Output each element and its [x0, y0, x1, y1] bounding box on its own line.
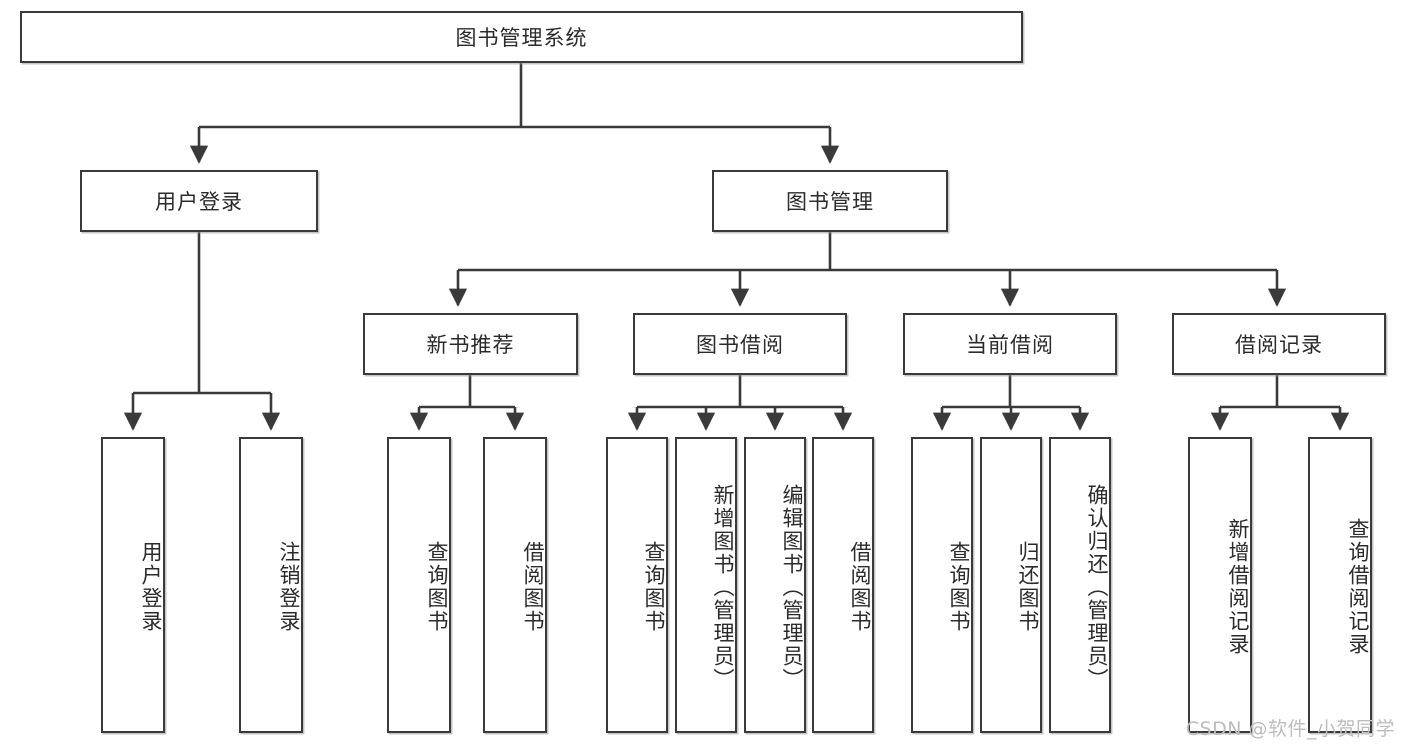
node-leaf-user-login-label: 用户登录: [139, 541, 163, 633]
node-leaf-user-login[interactable]: 用户登录: [101, 437, 165, 733]
node-leaf-logout-label: 注销登录: [277, 541, 301, 633]
node-borrow-record-label: 借阅记录: [1235, 333, 1323, 357]
node-user-login[interactable]: 用户登录: [80, 170, 318, 232]
node-root[interactable]: 图书管理系统: [20, 11, 1023, 63]
node-leaf-edit-book[interactable]: 编辑图书（管理员）: [744, 437, 806, 733]
node-root-label: 图书管理系统: [455, 26, 588, 50]
node-current-borrow-label: 当前借阅: [966, 333, 1054, 357]
node-leaf-query-record-label: 查询借阅记录: [1346, 518, 1370, 656]
node-leaf-confirm-return-label: 确认归还（管理员）: [1085, 483, 1109, 691]
node-leaf-add-record-label: 新增借阅记录: [1226, 518, 1250, 656]
node-leaf-borrow-book-2-label: 借阅图书: [848, 541, 872, 633]
node-leaf-borrow-book-1[interactable]: 借阅图书: [483, 437, 547, 733]
node-leaf-edit-book-label: 编辑图书（管理员）: [780, 483, 804, 691]
node-leaf-add-record[interactable]: 新增借阅记录: [1188, 437, 1252, 733]
node-leaf-add-book[interactable]: 新增图书（管理员）: [675, 437, 737, 733]
node-leaf-query-record[interactable]: 查询借阅记录: [1308, 437, 1372, 733]
watermark: CSDN @软件_小贺同学: [1185, 718, 1395, 740]
node-leaf-borrow-book-2[interactable]: 借阅图书: [812, 437, 874, 733]
node-leaf-query-book-3-label: 查询图书: [947, 541, 971, 633]
node-leaf-logout[interactable]: 注销登录: [239, 437, 303, 733]
node-leaf-query-book-2[interactable]: 查询图书: [606, 437, 668, 733]
node-leaf-borrow-book-1-label: 借阅图书: [521, 541, 545, 633]
node-book-manage[interactable]: 图书管理: [712, 170, 948, 232]
node-leaf-query-book-2-label: 查询图书: [642, 541, 666, 633]
node-leaf-query-book-3[interactable]: 查询图书: [911, 437, 973, 733]
node-new-book-recommend[interactable]: 新书推荐: [363, 313, 578, 375]
node-user-login-label: 用户登录: [155, 190, 243, 214]
node-borrow-record[interactable]: 借阅记录: [1172, 313, 1386, 375]
node-leaf-confirm-return[interactable]: 确认归还（管理员）: [1049, 437, 1111, 733]
node-book-borrow-label: 图书借阅: [696, 333, 784, 357]
node-leaf-query-book-1[interactable]: 查询图书: [387, 437, 451, 733]
node-book-manage-label: 图书管理: [786, 190, 874, 214]
node-book-borrow[interactable]: 图书借阅: [633, 313, 847, 375]
node-new-book-recommend-label: 新书推荐: [426, 333, 515, 357]
node-current-borrow[interactable]: 当前借阅: [903, 313, 1117, 375]
node-leaf-query-book-1-label: 查询图书: [425, 541, 449, 633]
node-leaf-return-book[interactable]: 归还图书: [980, 437, 1042, 733]
node-leaf-add-book-label: 新增图书（管理员）: [711, 483, 735, 691]
node-leaf-return-book-label: 归还图书: [1016, 541, 1040, 633]
